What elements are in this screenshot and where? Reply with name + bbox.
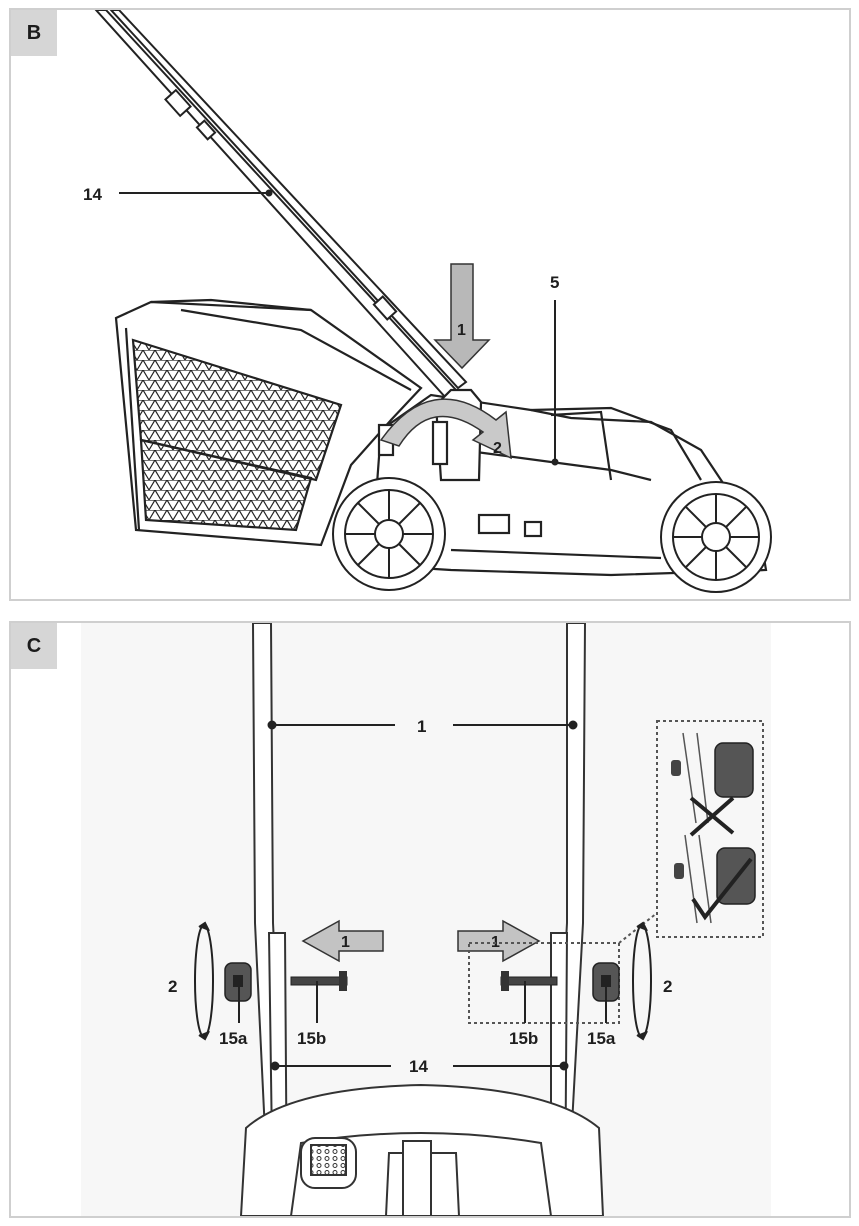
part-5-label: 5 — [550, 273, 559, 292]
callout-bottom-bar — [270, 1061, 569, 1071]
handle-bar — [94, 10, 468, 400]
handle-label: 14 — [83, 185, 102, 204]
panel-c: C 1 — [9, 621, 851, 1218]
panel-b-tag: B — [11, 10, 57, 56]
callout-14: 14 — [83, 185, 273, 204]
rotate-arrow: 2 — [379, 398, 512, 460]
handle-assembly-view: 1 14 1 1 — [81, 623, 771, 1216]
detail-correct-icon — [674, 834, 756, 924]
rotate-left-label: 2 — [168, 977, 177, 996]
bottom-bar-label: 14 — [409, 1057, 428, 1076]
knob-right-icon — [592, 962, 620, 1023]
callout-5: 5 — [550, 273, 559, 466]
detail-incorrect-icon — [671, 732, 754, 837]
knob-right-label: 15a — [587, 1029, 616, 1048]
bolt-left-icon — [290, 971, 348, 1023]
front-wheel — [660, 481, 772, 593]
rotate-right-label: 2 — [663, 977, 672, 996]
top-bar-label: 1 — [417, 717, 426, 736]
bolt-right-label: 15b — [509, 1029, 538, 1048]
rear-wheel — [332, 477, 446, 591]
panel-b: B — [9, 8, 851, 601]
mower-top-view — [239, 1083, 605, 1216]
callout-top-bar — [267, 720, 578, 730]
panel-c-tag: C — [11, 623, 57, 669]
rotate-arrow-number: 2 — [493, 440, 502, 457]
rotate-right-icon — [632, 921, 652, 1041]
detail-zoom-box — [468, 720, 764, 1024]
lawnmower-side-view: 1 2 14 5 — [83, 10, 772, 593]
insert-arrow-left: 1 — [301, 919, 384, 963]
push-down-arrow: 1 — [433, 263, 491, 370]
left-arrow-number: 1 — [341, 934, 350, 951]
knob-left-label: 15a — [219, 1029, 248, 1048]
push-arrow-number: 1 — [457, 322, 466, 339]
bolt-left-label: 15b — [297, 1029, 326, 1048]
knob-left-icon — [224, 962, 252, 1023]
rotate-left-icon — [194, 921, 214, 1041]
bolt-right-icon — [500, 971, 558, 1023]
grass-collection-box — [114, 298, 423, 547]
